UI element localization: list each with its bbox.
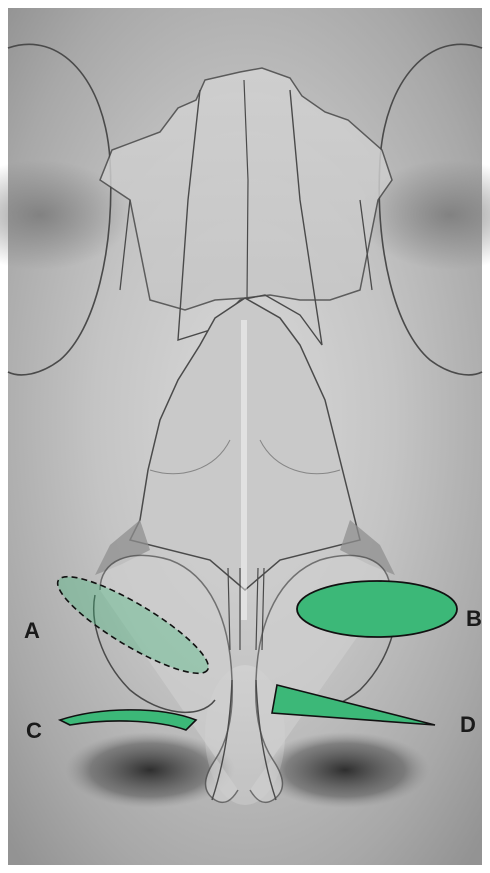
label-c: C — [26, 718, 42, 743]
label-d: D — [460, 712, 476, 737]
label-b: B — [466, 606, 482, 631]
label-a: A — [24, 618, 40, 643]
graft-b — [297, 581, 457, 637]
